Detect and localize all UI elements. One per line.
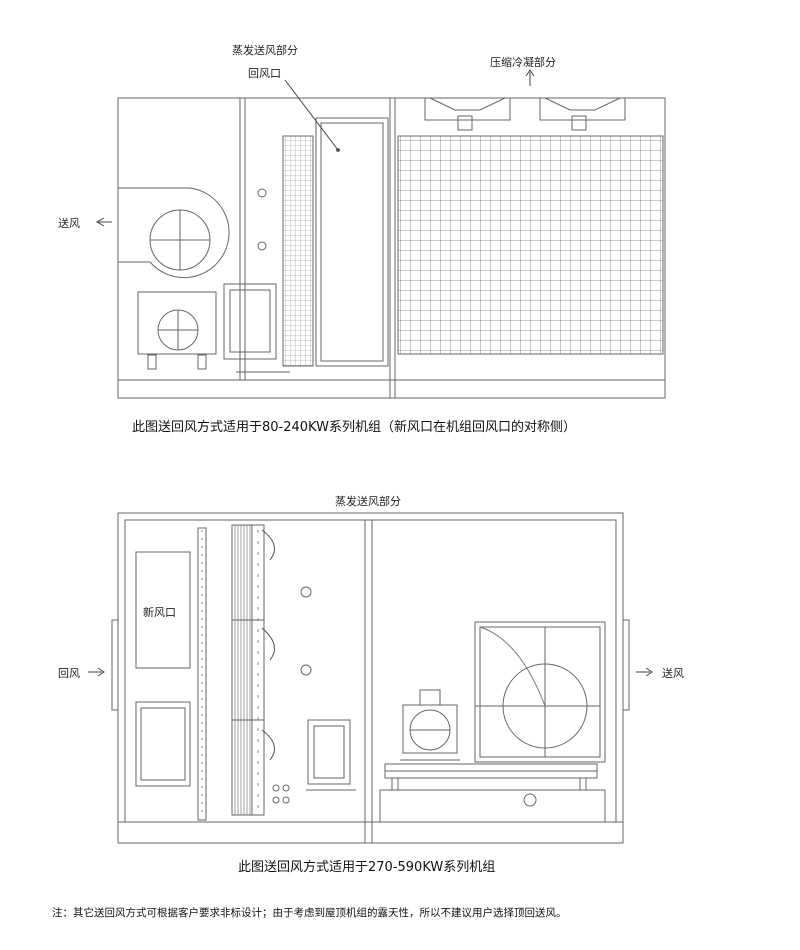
unit2-supply-fan [474, 621, 606, 763]
unit2-filter-box [135, 701, 191, 787]
label-evap-section-2: 蒸发送风部分 [335, 495, 401, 508]
diagram-1 [95, 69, 666, 399]
label-supply-2: 送风 [662, 667, 684, 680]
unit1-casing [117, 97, 666, 399]
unit1-evaporator-coil [282, 135, 314, 367]
caption-diagram-2: 此图送回风方式适用于270-590KW系列机组 [238, 860, 496, 875]
unit1-filter [223, 283, 277, 360]
unit2-fresh-air-opening [135, 551, 191, 669]
unit2-motor [400, 689, 460, 761]
unit2-filter-strip [197, 527, 207, 821]
label-return-air-1: 回风口 [248, 67, 281, 80]
unit1-condenser-coil [397, 135, 664, 355]
unit2-supply-arrow [636, 667, 653, 677]
unit1-condenser-fan-right [539, 97, 626, 131]
footnote: 注：其它送回风方式可根据客户要求非标设计；由于考虑到屋顶机组的露天性，所以不建议… [52, 907, 567, 919]
unit2-casing [117, 512, 624, 844]
unit2-small-filter [307, 719, 351, 785]
label-evap-section-1: 蒸发送风部分 [232, 44, 298, 57]
unit1-return-air-leader [284, 79, 339, 151]
label-fresh-air: 新风口 [143, 606, 176, 619]
caption-diagram-1: 此图送回风方式适用于80-240KW系列机组（新风口在机组回风口的对称侧） [132, 420, 576, 435]
unit2-return-arrow [88, 667, 105, 677]
diagram-2 [88, 512, 653, 844]
label-supply-1: 送风 [58, 217, 80, 230]
label-return-air-2: 回风 [58, 667, 80, 680]
unit1-supply-fan [118, 187, 230, 279]
unit1-supply-arrow [95, 217, 112, 227]
unit1-return-air-panel [315, 117, 389, 367]
unit1-condenser-fan-left [424, 97, 511, 131]
label-compress-section: 压缩冷凝部分 [490, 56, 556, 69]
unit1-motor [137, 291, 217, 355]
unit1-exhaust-arrow [525, 69, 535, 86]
unit2-evaporator-coil [231, 524, 253, 816]
